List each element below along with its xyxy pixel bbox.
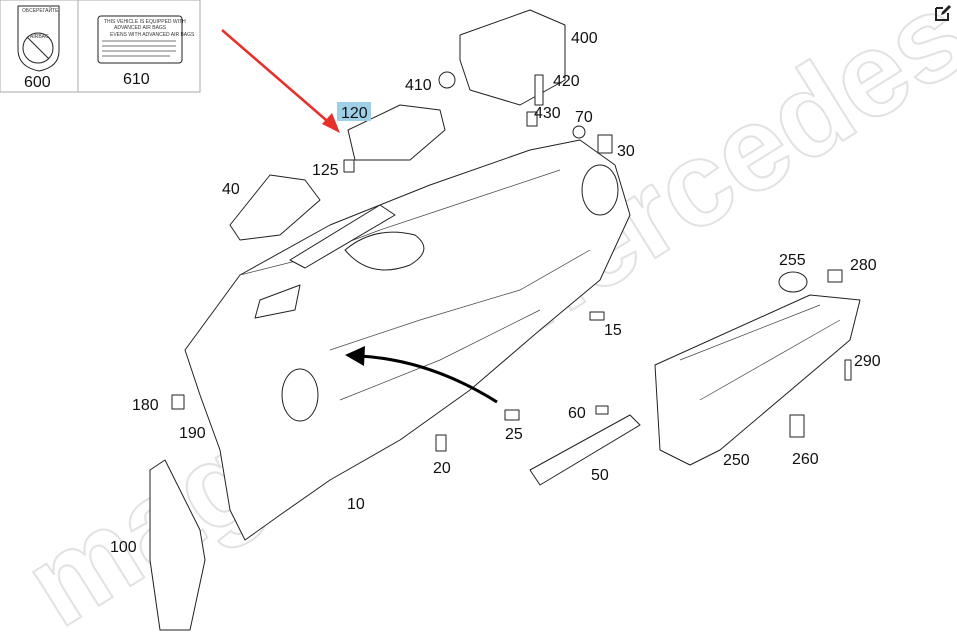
callout-70[interactable]: 70 <box>575 109 593 126</box>
callout-100[interactable]: 100 <box>110 539 137 556</box>
callout-30[interactable]: 30 <box>617 143 635 160</box>
red-arrowhead <box>322 113 340 133</box>
callout-20[interactable]: 20 <box>433 460 451 477</box>
callout-180[interactable]: 180 <box>132 397 159 414</box>
sticker-610-line2: ADVANCED AIR BAGS <box>114 25 167 31</box>
trim-strip-50 <box>529 414 641 486</box>
edit-icon[interactable] <box>933 3 953 23</box>
callout-250[interactable]: 250 <box>723 452 750 469</box>
callout-410[interactable]: 410 <box>405 77 432 94</box>
callout-190[interactable]: 190 <box>179 425 206 442</box>
callout-125[interactable]: 125 <box>312 162 339 179</box>
dashboard-assembly <box>184 139 631 541</box>
callout-25[interactable]: 25 <box>505 426 523 443</box>
callout-50[interactable]: 50 <box>591 467 609 484</box>
callout-highlight <box>337 102 371 121</box>
glovebox <box>654 294 861 466</box>
callout-430[interactable]: 430 <box>534 105 561 122</box>
callout-15[interactable]: 15 <box>604 322 622 339</box>
callout-60[interactable]: 60 <box>568 405 586 422</box>
sticker-600-airbag: AIRBAG <box>30 34 49 40</box>
callout-400[interactable]: 400 <box>571 30 598 47</box>
callout-255[interactable]: 255 <box>779 252 806 269</box>
red-pointer-arrow <box>221 29 334 127</box>
callout-600[interactable]: 600 <box>24 74 51 91</box>
sticker-panel: ОБСЕРЕГАЙТЕ AIRBAG THIS VEHICLE IS EQUIP… <box>0 0 201 93</box>
callout-290[interactable]: 290 <box>854 353 881 370</box>
trim-120 <box>347 104 446 161</box>
airbag-module-400 <box>459 9 566 106</box>
callout-120[interactable]: 120 <box>341 105 368 122</box>
callout-280[interactable]: 280 <box>850 257 877 274</box>
sticker-610-line1: THIS VEHICLE IS EQUIPPED WITH <box>104 19 186 25</box>
sticker-600-title: ОБСЕРЕГАЙТЕ <box>22 6 59 14</box>
black-pointer-arrow <box>359 354 498 404</box>
callout-420[interactable]: 420 <box>553 73 580 90</box>
callout-610[interactable]: 610 <box>123 71 150 88</box>
black-arrowhead <box>345 346 365 366</box>
side-panel-100 <box>149 459 206 631</box>
callout-10[interactable]: 10 <box>347 496 365 513</box>
sticker-610-sub: EVENS WITH ADVANCED AIR BAGS <box>110 32 195 38</box>
callout-260[interactable]: 260 <box>792 451 819 468</box>
vent-40 <box>229 174 321 241</box>
small-parts <box>171 71 852 452</box>
callout-40[interactable]: 40 <box>222 181 240 198</box>
